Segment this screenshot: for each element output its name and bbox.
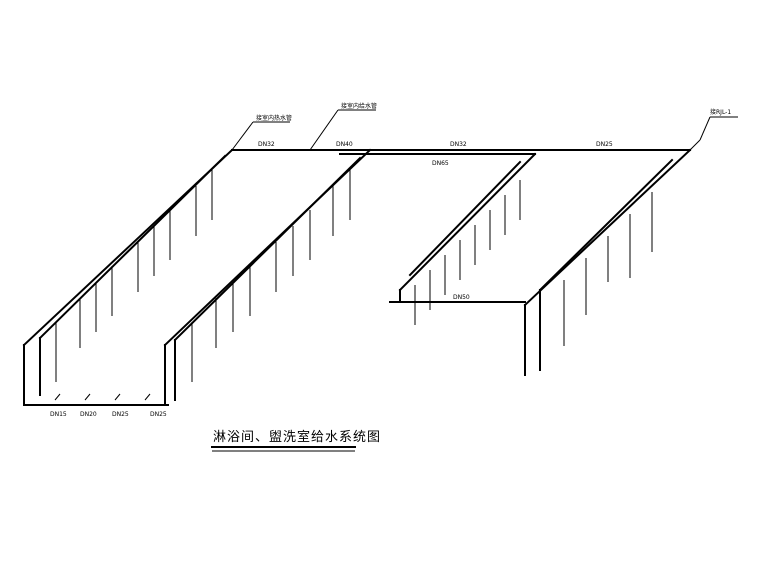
bottom-valves <box>54 393 151 401</box>
label-source-hot: 接室内热水管 <box>256 114 292 122</box>
left-pipe-group <box>22 148 372 406</box>
right-pipe-group-a <box>389 152 537 303</box>
left-fixture-drops-b <box>191 170 351 382</box>
right-fixture-drops-a <box>414 180 521 325</box>
pipe-labels: 接室内热水管 接室内给水管 接RJL-1 DN32 DN40 DN32 DN25… <box>50 102 731 418</box>
label-main-dn32-b: DN32 <box>450 141 467 148</box>
left-fixture-drops-a <box>55 170 213 382</box>
label-branch-dn65: DN65 <box>432 160 449 167</box>
source-leaders <box>231 109 376 151</box>
label-bottom-dn25-b: DN25 <box>150 411 167 418</box>
label-main-dn25: DN25 <box>596 141 613 148</box>
label-main-dn32-a: DN32 <box>258 141 275 148</box>
right-fixture-drops-b <box>563 192 653 346</box>
right-pipe-group-b <box>523 148 692 376</box>
label-bottom-dn20: DN20 <box>80 411 97 418</box>
main-supply-line <box>231 116 738 155</box>
label-source-cold: 接室内给水管 <box>341 102 377 110</box>
diagram-title-group: 淋浴间、盥洗室给水系统图 <box>211 429 381 452</box>
label-riser-ref: 接RJL-1 <box>710 108 731 116</box>
label-branch-dn50: DN50 <box>453 294 470 301</box>
label-bottom-dn15: DN15 <box>50 411 67 418</box>
label-main-dn40: DN40 <box>336 141 353 148</box>
diagram-title: 淋浴间、盥洗室给水系统图 <box>213 429 381 445</box>
label-bottom-dn25-a: DN25 <box>112 411 129 418</box>
